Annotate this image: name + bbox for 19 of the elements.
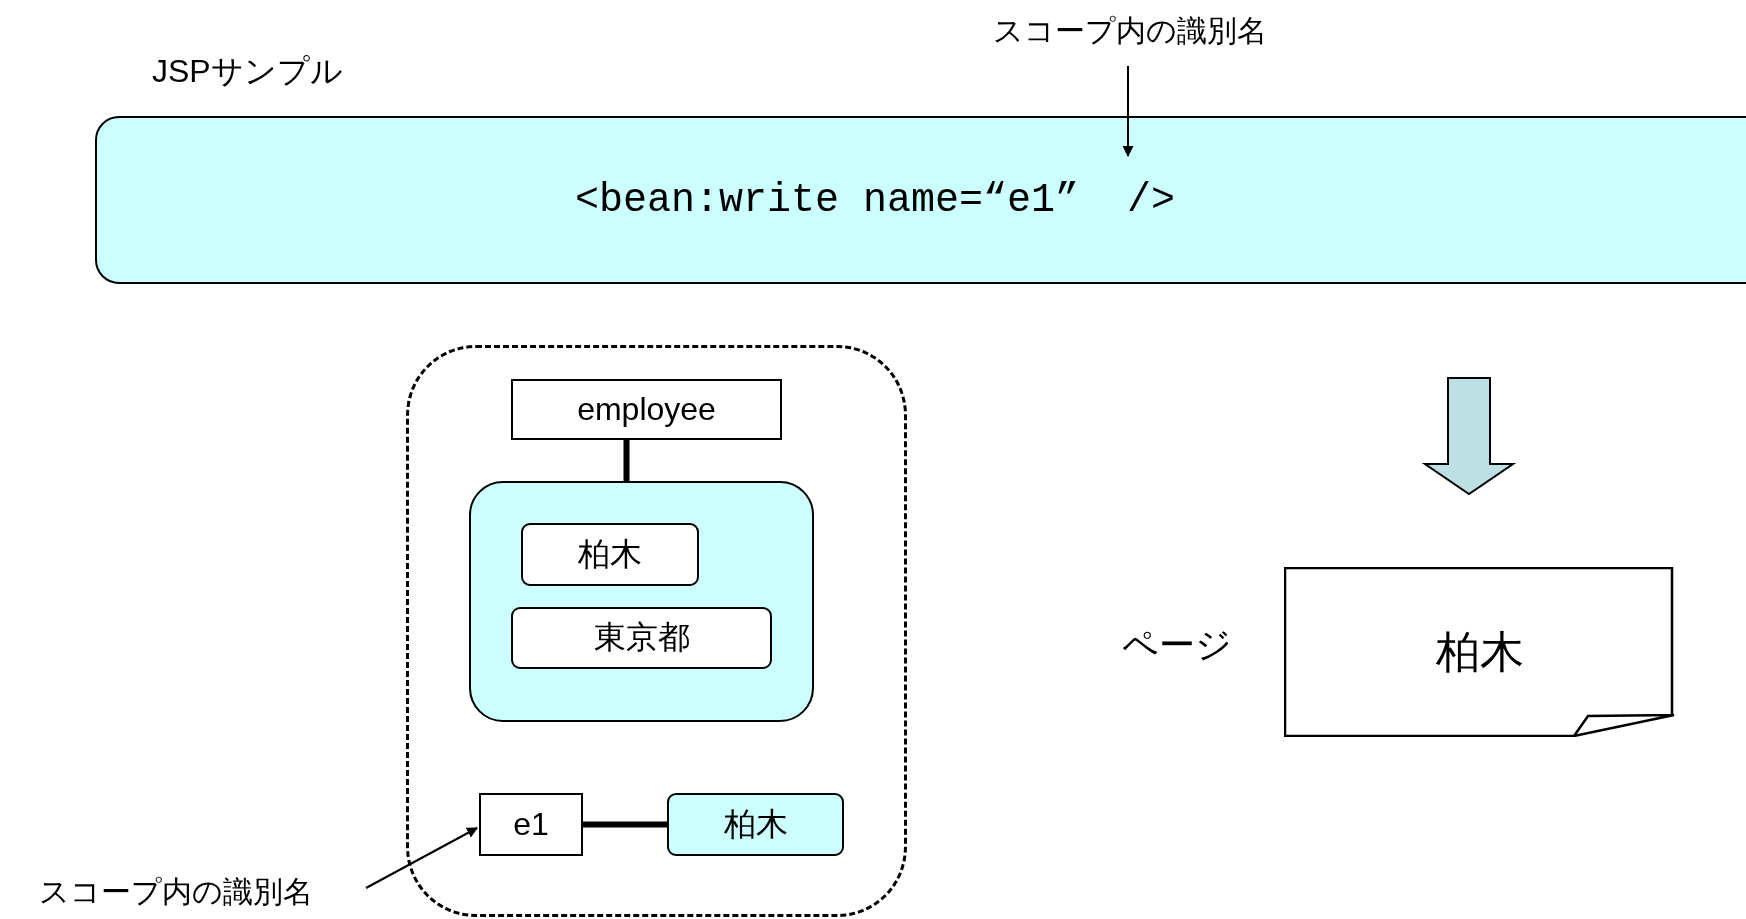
name-box: e1 — [479, 793, 583, 856]
page-sheet — [1284, 567, 1676, 737]
value-box: 柏木 — [667, 793, 844, 856]
node-label: ページ — [1121, 622, 1233, 667]
value-box: 柏木 — [521, 523, 699, 586]
heading: JSPサンプル — [152, 52, 343, 91]
page-text: 柏木 — [1436, 625, 1524, 678]
class-box: employee — [511, 379, 782, 440]
label-text: スコープ内の識別名 — [960, 8, 1300, 54]
connector-line — [583, 821, 667, 828]
scope-frame — [406, 345, 907, 917]
arrow — [1122, 65, 1134, 158]
leader-line — [365, 827, 478, 889]
value-box: 東京都 — [511, 607, 772, 669]
label-text: スコープ内の識別名 — [6, 868, 346, 916]
block-arrow — [1421, 377, 1517, 496]
code-box: <bean:write name=“e1” /> — [95, 116, 1746, 284]
object-box — [469, 481, 814, 722]
connector-line — [623, 440, 630, 481]
